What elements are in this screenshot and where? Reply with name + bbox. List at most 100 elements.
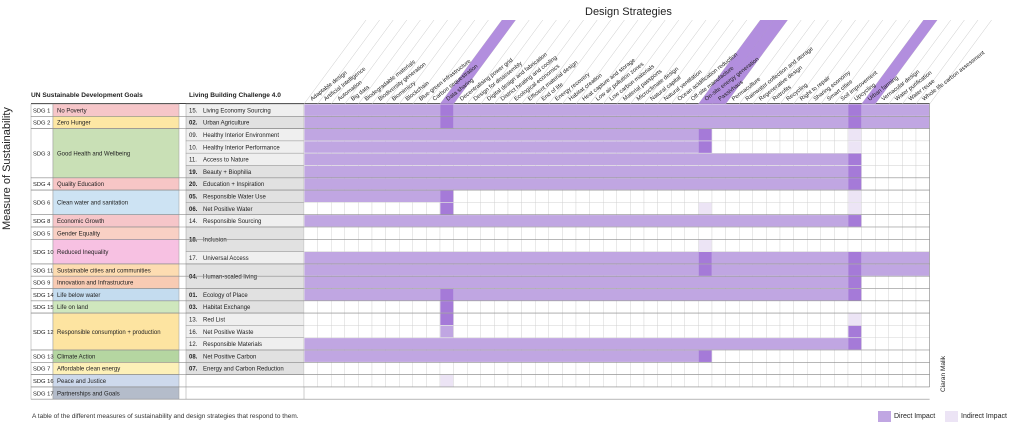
matrix-cell [725,239,740,252]
matrix-cell [507,189,522,203]
matrix-cell [739,239,754,252]
matrix-cell [385,226,400,240]
matrix-cell [711,312,726,326]
direct-impact-marker [848,153,862,166]
strategy-divider [847,19,911,105]
matrix-cell [317,202,332,215]
matrix-cell [426,202,441,215]
matrix-cell [616,374,631,388]
strategy-divider [834,19,897,105]
direct-impact-marker [440,202,454,215]
matrix-cell [480,226,495,240]
strategy-divider [902,19,965,105]
matrix-cell [834,349,849,363]
matrix-cell [575,239,590,252]
matrix-cell [875,288,890,302]
lbc-name: Healthy Interior Environment [203,133,279,139]
matrix-cell [575,226,590,240]
sdg-name: Climate Action [57,354,95,360]
matrix-cell [671,226,686,240]
matrix-cell [630,362,645,375]
matrix-cell [385,239,400,252]
lbc-number: 10. [189,145,198,151]
lbc-name: Education + Inspiration [203,182,264,188]
sdg-name: Good Health and Wellbeing [57,151,130,157]
matrix-cell [752,202,767,215]
matrix-cell [630,325,645,338]
direct-impact-marker [848,338,862,350]
matrix-cell [494,362,509,375]
matrix-cell [834,362,849,375]
sdg-name: Zero Hunger [57,121,91,127]
matrix-cell [861,325,876,338]
matrix-cell [575,300,590,314]
matrix-cell [303,239,318,252]
direct-impact-marker [848,178,862,190]
matrix-cell [657,312,672,326]
matrix-cell [739,189,754,203]
sdg-code: SDG 16 [33,379,54,385]
matrix-cell [915,325,930,338]
matrix-cell [480,325,495,338]
direct-impact-marker [848,252,862,264]
sdg-code: SDG 4 [33,182,51,188]
matrix-cell [317,312,332,326]
matrix-cell [875,189,890,203]
matrix-cell [548,189,563,203]
matrix-cell [915,337,930,351]
matrix-cell [453,239,468,252]
matrix-cell [711,226,726,240]
matrix-cell [657,300,672,314]
matrix-cell [603,226,618,240]
matrix-cell [752,349,767,363]
matrix-cell [834,128,849,142]
matrix-cell [507,226,522,240]
lbc-name: Responsible Sourcing [203,219,261,225]
matrix-cell [902,288,917,302]
matrix-cell [820,349,835,363]
matrix-cell [385,374,400,388]
matrix-cell [643,362,658,375]
matrix-cell [875,165,890,179]
matrix-cell [902,374,917,388]
matrix-cell [861,128,876,142]
matrix-cell [779,362,794,375]
highlighted-strategy-band [698,20,774,104]
matrix-cell [847,226,862,240]
matrix-cell [861,288,876,302]
lbc-number: 01. [189,293,198,299]
matrix-cell [779,374,794,388]
matrix-cell [915,226,930,240]
direct-impact-marker [848,264,862,276]
matrix-cell [507,202,522,215]
strategy-divider [330,19,394,105]
matrix-cell [548,374,563,388]
matrix-cell [671,374,686,388]
direct-impact-bar [440,325,454,338]
matrix-cell [820,374,835,388]
matrix-cell [562,300,577,314]
matrix-cell [426,325,441,338]
lbc-number: 17. [189,256,198,262]
matrix-cell [888,165,903,179]
matrix-cell [793,128,808,142]
sdg-code: SDG 10 [33,250,54,256]
matrix-cell [535,362,550,375]
direct-impact-bar [304,178,862,190]
matrix-cell [603,374,618,388]
matrix-cell [589,239,604,252]
sdg-code: SDG 11 [33,268,53,274]
matrix-cell [548,312,563,326]
matrix-cell [861,276,876,289]
matrix-cell [875,349,890,363]
sdg-name: Innovation and Infrastructure [57,281,134,287]
highlighted-strategy-band [712,20,788,104]
matrix-cell [643,189,658,203]
matrix-cell [385,202,400,215]
strategy-divider [344,19,408,105]
strategy-divider [575,19,639,105]
matrix-cell [317,362,332,375]
matrix-cell [793,226,808,240]
lbc-number: 19. [189,170,198,176]
matrix-cell [861,202,876,215]
